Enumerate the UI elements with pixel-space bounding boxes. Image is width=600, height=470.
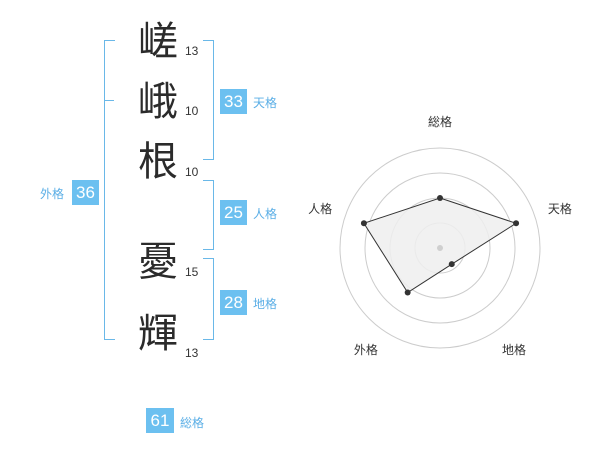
tenkaku-value: 33 [220,89,247,114]
jinkaku-label: 人格 [253,207,278,221]
radar-axis-label-2: 天格 [548,201,572,216]
radar-point-4 [404,289,411,296]
name-char-3: 根 [138,139,178,185]
name-char-2: 峨 [138,79,178,125]
name-char-4: 憂 [138,239,178,285]
stroke-count-5: 13 [185,346,199,360]
radar-point-1 [437,195,443,201]
chikaku-label: 地格 [253,297,278,311]
gaikaku-value: 36 [72,180,99,205]
chikaku-value: 28 [220,290,247,315]
radar-axis-label-5: 人格 [308,201,332,216]
gaikaku-bracket [104,40,115,340]
radar-point-5 [360,220,367,227]
radar-point-2 [513,220,520,227]
stroke-count-1: 13 [185,44,199,58]
jinkaku-bracket [203,180,214,250]
name-char-1: 嵯 [138,19,178,65]
radar-ring-3 [364,172,516,324]
soukaku-label: 総格 [180,416,205,430]
stroke-count-3: 10 [185,165,199,179]
radar-axis-label-4: 外格 [354,342,378,357]
stroke-count-2: 10 [185,104,199,118]
radar-axis-label-1: 総格 [428,114,452,129]
radar-center [437,245,443,251]
radar-point-3 [448,261,455,268]
radar-axis-label-3: 地格 [502,342,526,357]
jinkaku-value: 25 [220,200,247,225]
soukaku-value: 61 [146,408,174,433]
radar-ring-4 [339,147,541,349]
gaikaku-label: 外格 [40,187,65,201]
gaikaku-bracket-tick [104,100,114,101]
tenkaku-bracket [203,40,214,160]
chikaku-bracket [203,258,214,340]
stroke-count-4: 15 [185,265,199,279]
tenkaku-label: 天格 [253,96,278,110]
name-char-5: 輝 [138,311,178,357]
